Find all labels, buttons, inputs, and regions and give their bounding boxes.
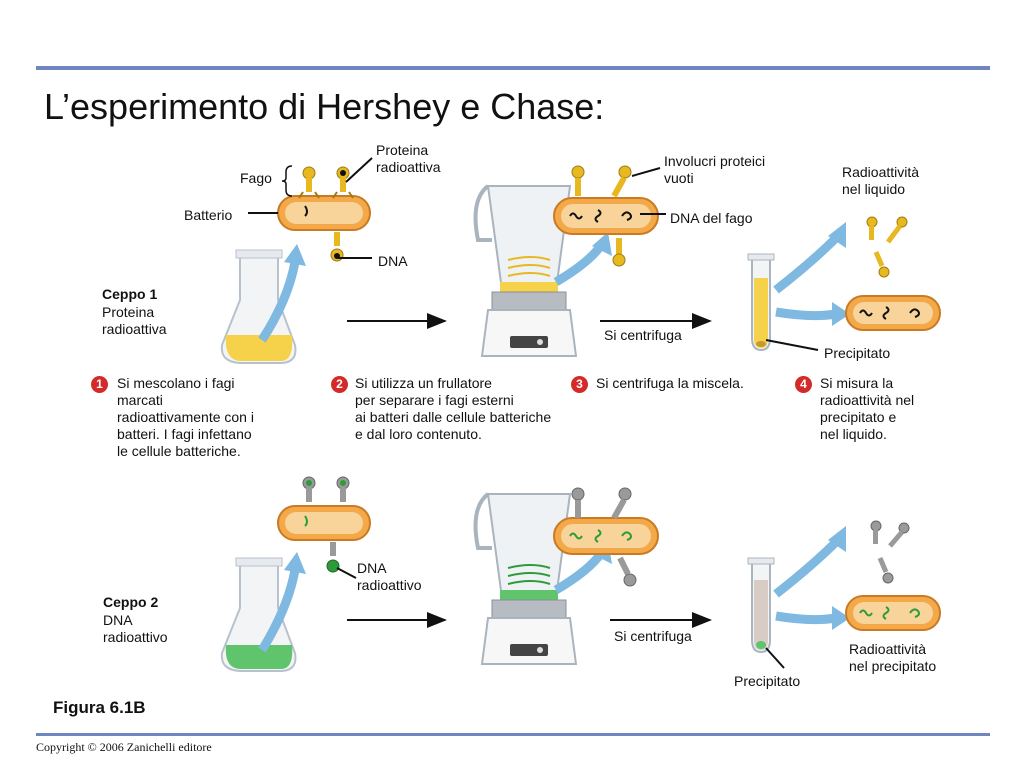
- flask-1: [220, 249, 297, 364]
- copyright: Copyright © 2006 Zanichelli editore: [36, 740, 212, 754]
- fago-brace: [281, 165, 293, 197]
- ceppo2-name: Ceppo 2: [103, 594, 159, 610]
- label-batterio: Batterio: [184, 207, 233, 223]
- label-si-centrifuga-2: Si centrifuga: [614, 628, 692, 644]
- slide-title: L’esperimento di Hershey e Chase:: [44, 86, 605, 127]
- empty-coat-1: [571, 165, 585, 196]
- transfer-arrowhead-1b: [284, 552, 306, 574]
- bacterium-4: [277, 505, 371, 541]
- dna-radioattivo-leader: [336, 567, 357, 579]
- transfer-arrow-1b: [258, 569, 300, 653]
- label-involucri: Involucri proteici vuoti: [664, 153, 766, 186]
- test-tube-1: [747, 253, 775, 352]
- flask-2: [220, 557, 297, 672]
- step-1-text: Si mescolano i fagi marcati radioattivam…: [117, 375, 254, 459]
- transfer-arrowhead-1a: [284, 244, 306, 266]
- label-radioattivita-precipitato: Radioattività nel precipitato: [849, 641, 937, 674]
- transfer-arrow-3a: [773, 232, 842, 294]
- label-precipitato-2: Precipitato: [734, 673, 801, 689]
- blender-2: [473, 492, 578, 665]
- label-dna-del-fago: DNA del fago: [670, 210, 753, 226]
- step-3-text: Si centrifuga la miscela.: [596, 375, 744, 391]
- free-coats-gray: [870, 520, 910, 584]
- label-fago: Fago: [240, 170, 272, 186]
- bacterium-5: [553, 517, 659, 555]
- phage-yellow-2: [332, 166, 354, 199]
- phage-gray-2: [336, 476, 350, 502]
- bacterium-1: [277, 195, 371, 231]
- precipitato-leader-1: [765, 339, 819, 351]
- proteina-leader: [345, 157, 373, 183]
- phage-yellow-1: [298, 166, 320, 199]
- step-4-text: Si misura la radioattività nel precipita…: [820, 375, 915, 442]
- ceppo1-name: Ceppo 1: [102, 286, 158, 302]
- top-rule: [36, 66, 990, 70]
- figure-label: Figura 6.1B: [53, 698, 146, 717]
- empty-coat-2: [611, 165, 632, 198]
- free-coats-liquid: [866, 216, 908, 278]
- transfer-arrow-2a: [553, 241, 606, 286]
- label-dna: DNA: [378, 253, 408, 269]
- ceppo2-desc: DNA radioattivo: [103, 612, 168, 645]
- phage-yellow-3: [330, 232, 344, 262]
- phage-gray-1: [302, 476, 316, 502]
- blender-1: [473, 184, 578, 357]
- label-radioattivita-liquido: Radioattività nel liquido: [842, 164, 920, 197]
- step-4-number: 4: [795, 376, 812, 393]
- transfer-arrowhead-3a: [828, 222, 846, 248]
- step-3-number: 3: [571, 376, 588, 393]
- bacterium-6: [845, 595, 941, 631]
- label-dna-radioattivo: DNA radioattivo: [357, 560, 422, 593]
- gray-coats-2: [571, 487, 637, 587]
- transfer-arrow-3b: [775, 307, 837, 321]
- transfer-arrowhead-3b: [832, 302, 850, 326]
- transfer-arrow-2b: [553, 549, 606, 594]
- transfer-arrowhead-3c: [828, 526, 846, 552]
- ceppo1-desc: Proteina radioattiva: [102, 304, 167, 337]
- step-2-number: 2: [331, 376, 348, 393]
- step-1-number: 1: [91, 376, 108, 393]
- transfer-arrow-3c: [773, 536, 842, 598]
- bacterium-3: [845, 295, 941, 331]
- involucri-leader: [631, 167, 661, 177]
- empty-coat-3: [612, 238, 626, 267]
- phage-gray-3: [326, 542, 340, 573]
- label-precipitato-1: Precipitato: [824, 345, 891, 361]
- bacterium-2: [553, 197, 659, 235]
- transfer-arrowhead-2a: [592, 232, 612, 256]
- transfer-arrowhead-3d: [832, 606, 850, 630]
- bottom-rule: [36, 733, 990, 736]
- step-2-text: Si utilizza un frullatore per separare i…: [355, 375, 552, 442]
- precipitato-leader-2: [765, 647, 785, 669]
- label-si-centrifuga-1: Si centrifuga: [604, 327, 682, 343]
- label-proteina-radioattiva: Proteina radioattiva: [376, 142, 441, 175]
- test-tube-2: [747, 557, 775, 654]
- transfer-arrow-1a: [258, 261, 300, 343]
- transfer-arrow-3d: [775, 611, 837, 625]
